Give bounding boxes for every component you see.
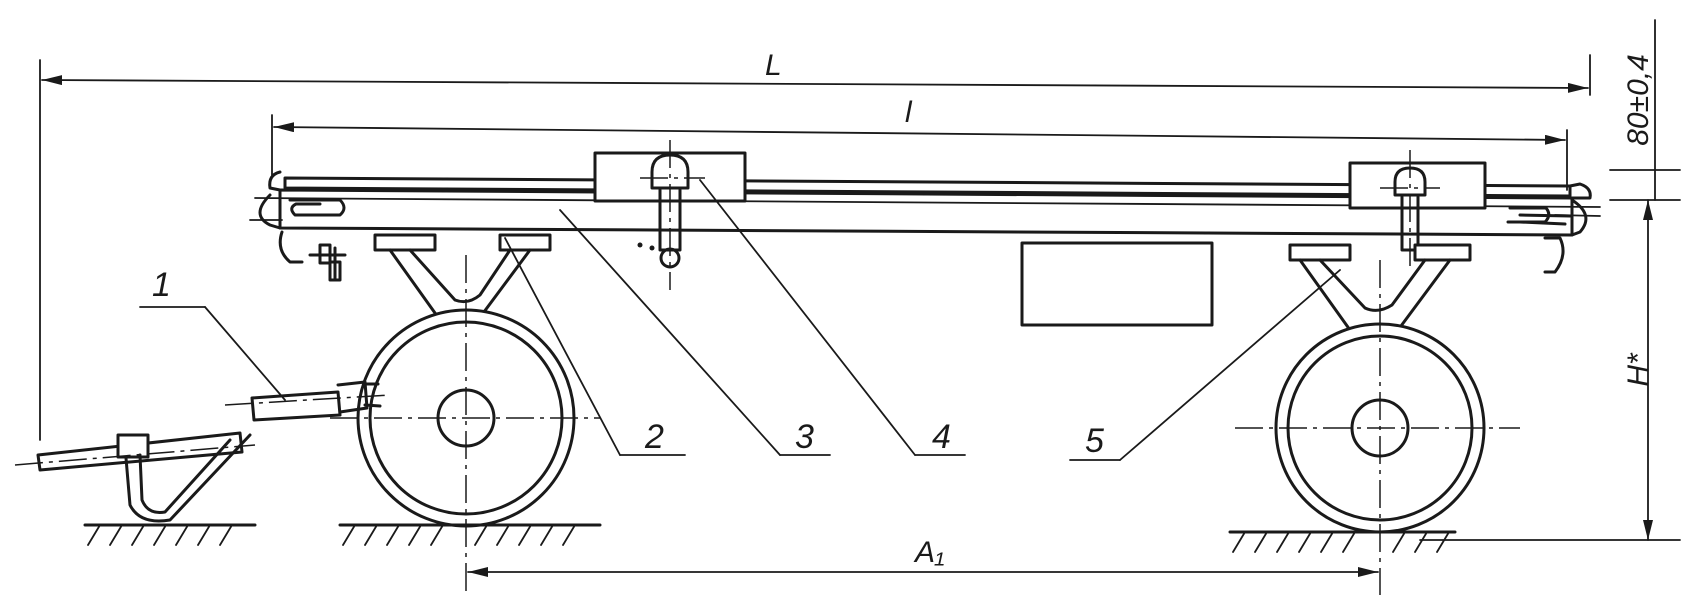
left-clamp: [593, 140, 747, 290]
dimension-axle-base: A₁: [467, 536, 1379, 577]
callout-4-label: 4: [932, 418, 951, 456]
dimension-vertical: 80±0,4 H*: [1419, 19, 1681, 541]
callout-2-label: 2: [644, 418, 664, 456]
callout-3: 3: [559, 209, 831, 456]
callout-4: 4: [699, 179, 966, 456]
drawbar-stowed: [224, 380, 391, 422]
callout-1-label: 1: [152, 266, 171, 304]
ground-middle: [338, 523, 602, 546]
dim-label-H: H*: [1622, 352, 1655, 387]
drawbar-lowered: [14, 431, 256, 523]
right-wheel: [1235, 260, 1520, 595]
dimension-overall-length: L: [39, 49, 1591, 441]
left-pin: [308, 243, 347, 282]
callout-3-label: 3: [795, 418, 814, 456]
ground-right: [1228, 530, 1457, 553]
platform-frame: [249, 170, 1601, 282]
left-bracket: [373, 233, 552, 322]
callout-5: 5: [1069, 269, 1341, 461]
dim-label-l: l: [905, 96, 913, 129]
callout-2: 2: [504, 237, 686, 456]
callout-5-label: 5: [1085, 422, 1104, 460]
left-wheel: [330, 255, 600, 595]
callout-1: 1: [139, 266, 286, 401]
dim-label-tolerance: 80±0,4: [1622, 54, 1655, 146]
dimension-platform-length: l: [271, 96, 1568, 191]
battery-box: [1020, 241, 1214, 327]
right-clamp: [1348, 150, 1487, 270]
ground-left: [83, 523, 257, 546]
dim-label-L: L: [765, 49, 782, 82]
dim-label-A1: A₁: [913, 536, 944, 569]
